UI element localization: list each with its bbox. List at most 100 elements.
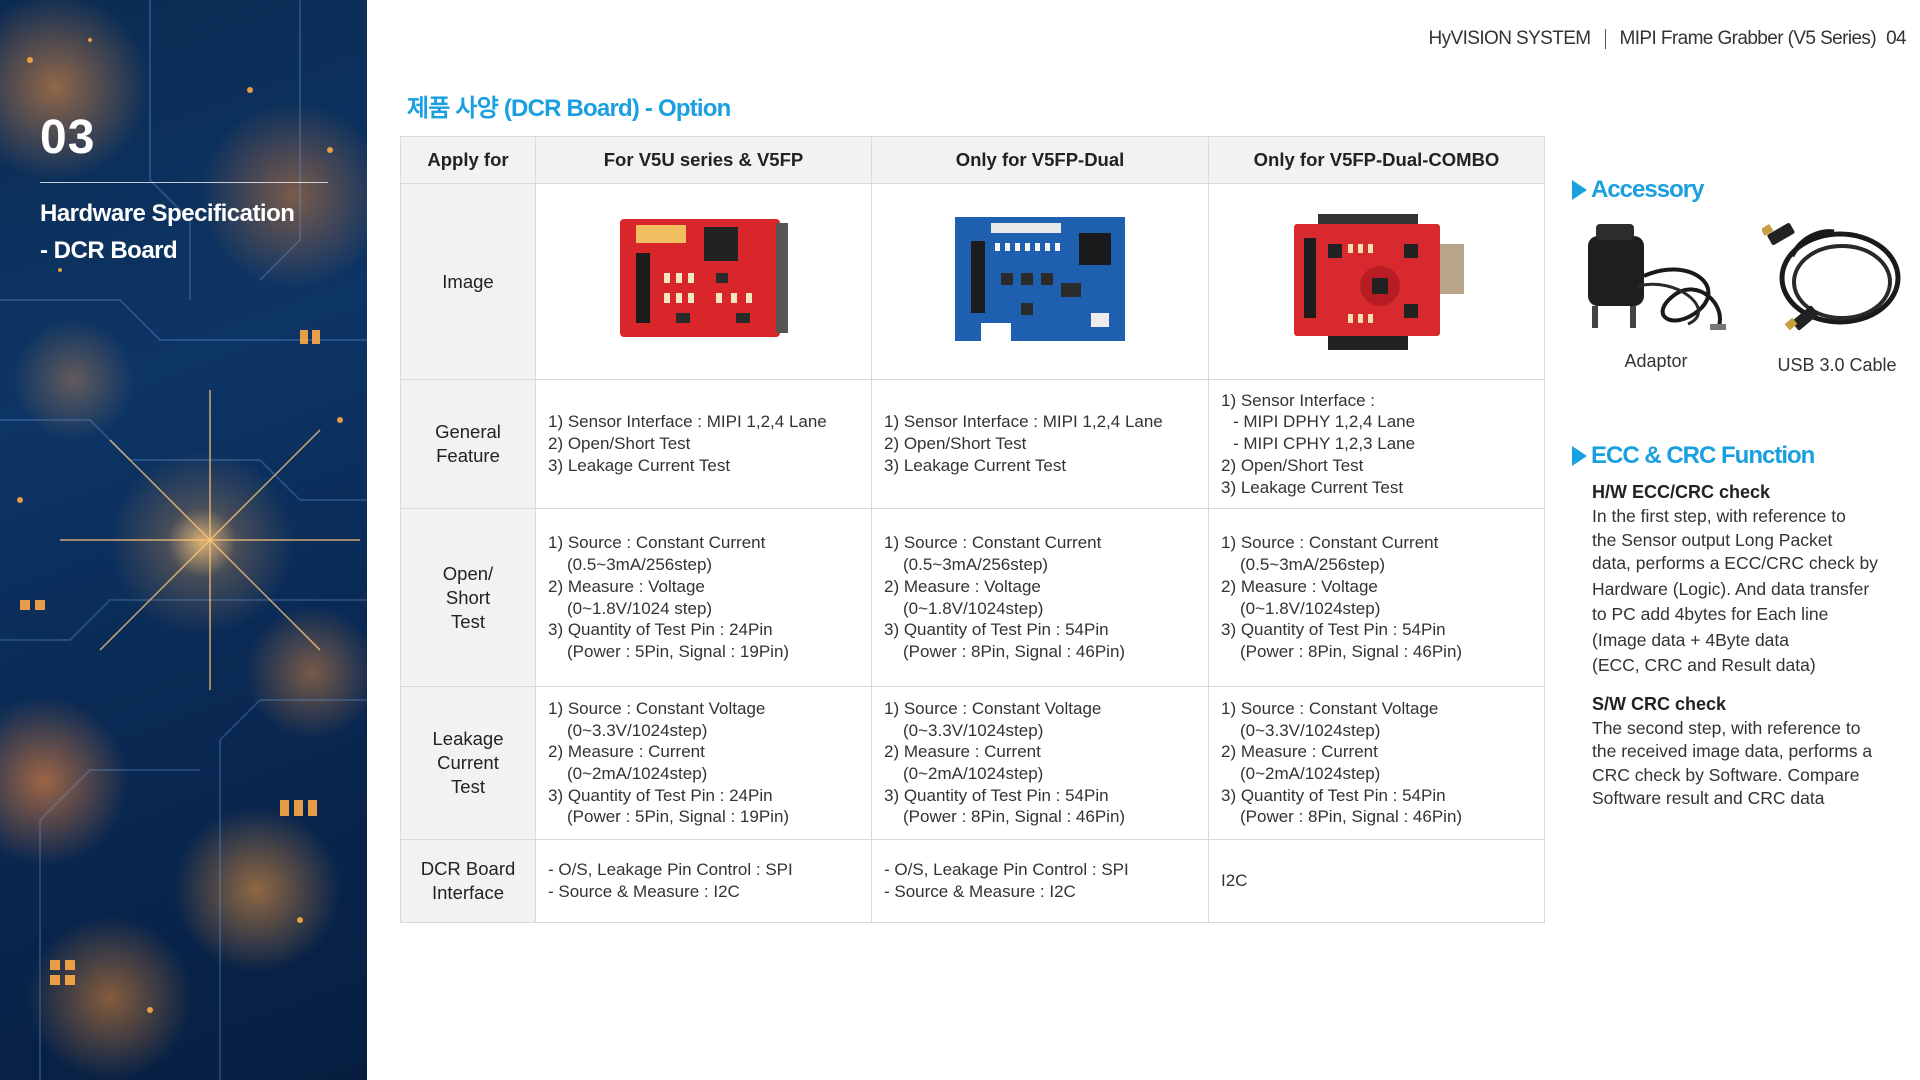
text-line: data, performs a ECC/CRC check by <box>1592 553 1878 573</box>
col-header-v5u-v5fp: For V5U series & V5FP <box>535 136 872 184</box>
general-feature-v5fp-dual: 1) Sensor Interface : MIPI 1,2,4 Lane 2)… <box>871 379 1209 509</box>
text-line: (Image data + 4Byte data <box>1592 629 1790 650</box>
open-short-v5u: 1) Source : Constant Current (0.5~3mA/25… <box>535 508 872 687</box>
image-cell-v5fp-dual <box>871 183 1209 380</box>
cell-line: 2) Open/Short Test <box>548 434 691 454</box>
leakage-v5fp-dual-combo: 1) Source : Constant Voltage (0~3.3V/102… <box>1208 686 1545 840</box>
cell-line: (Power : 8Pin, Signal : 46Pin) <box>1240 641 1463 661</box>
cell-line: (Power : 5Pin, Signal : 19Pin) <box>567 807 790 827</box>
cell-line: 1) Source : Constant Current <box>884 533 1102 553</box>
col-header-apply-for: Apply for <box>400 136 536 184</box>
combo-dcr-board-image <box>1293 214 1464 350</box>
table-row-leakage-current-test: Leakage Current Test 1) Source : Constan… <box>400 686 1545 840</box>
cell-line: (0~2mA/1024step) <box>567 764 708 783</box>
spec-table: Apply for For V5U series & V5FP Only for… <box>400 136 1545 923</box>
open-short-v5fp-dual: 1) Source : Constant Current (0.5~3mA/25… <box>871 508 1209 687</box>
cell-line: (0~3.3V/1024step) <box>903 720 1044 740</box>
row-label-line: Leakage <box>432 728 504 749</box>
row-label-general-feature: General Feature <box>400 379 536 509</box>
table-row-image: Image <box>400 183 1545 380</box>
cell-line: 1) Source : Constant Voltage <box>548 698 766 718</box>
row-label-line: Open/ <box>442 562 494 584</box>
cell-line: (Power : 5Pin, Signal : 19Pin) <box>567 641 790 661</box>
cell-line: 1) Sensor Interface : <box>1221 390 1376 410</box>
text-line: to PC add 4bytes for Each line <box>1592 604 1829 624</box>
cell-line: (0.5~3mA/256step) <box>903 555 1049 575</box>
row-label-leakage-current-test: Leakage Current Test <box>400 686 536 840</box>
row-label-line: DCR Board <box>420 858 516 879</box>
cell-line: 3) Quantity of Test Pin : 54Pin <box>1221 785 1446 805</box>
triangle-bullet-icon <box>1572 180 1587 200</box>
cell-line: 3) Leakage Current Test <box>548 455 731 475</box>
triangle-bullet-icon <box>1572 446 1587 466</box>
sw-crc-text: The second step, with reference to the r… <box>1592 717 1904 811</box>
interface-v5fp-dual: - O/S, Leakage Pin Control : SPI - Sourc… <box>871 839 1209 923</box>
table-row-general-feature: General Feature 1) Sensor Interface : MI… <box>400 379 1545 509</box>
text-line: the Sensor output Long Packet <box>1592 529 1833 550</box>
spacer <box>1592 678 1904 694</box>
power-adaptor-icon <box>1588 224 1726 330</box>
text-line: CRC check by Software. Compare <box>1592 764 1860 785</box>
row-label-line: General <box>435 421 501 442</box>
table-row-dcr-interface: DCR Board Interface - O/S, Leakage Pin C… <box>400 839 1545 923</box>
section-title-line: Hardware Specification <box>40 200 295 227</box>
cell-line: 1) Source : Constant Current <box>548 533 766 553</box>
cell-line: 2) Measure : Current <box>1221 742 1378 762</box>
interface-v5fp-dual-combo: I2C <box>1208 839 1545 923</box>
hw-ecc-crc-title: H/W ECC/CRC check <box>1592 482 1771 502</box>
accessory-heading-text: Accessory <box>1591 176 1704 203</box>
cell-line: (0.5~3mA/256step) <box>567 555 713 575</box>
cell-line: - MIPI CPHY 1,2,3 Lane <box>1233 434 1416 454</box>
accessory-item-adaptor: Adaptor <box>1578 216 1734 372</box>
text-line: the received image data, performs a <box>1592 741 1873 761</box>
col-header-v5fp-dual: Only for V5FP-Dual <box>871 136 1209 184</box>
cell-line: (0~2mA/1024step) <box>1240 764 1381 783</box>
row-label-image: Image <box>400 183 536 380</box>
cell-line: 1) Source : Constant Current <box>1221 533 1439 553</box>
cell-line: - Source & Measure : I2C <box>884 882 1076 901</box>
ecc-crc-heading-text: ECC & CRC Function <box>1591 442 1815 469</box>
leakage-v5u: 1) Source : Constant Voltage (0~3.3V/102… <box>535 686 872 840</box>
cell-line: 2) Open/Short Test <box>884 434 1027 454</box>
cell-line: (0~3.3V/1024step) <box>1240 720 1381 740</box>
accessory-heading: Accessory <box>1572 176 1704 204</box>
cell-line: 3) Quantity of Test Pin : 24Pin <box>548 785 773 805</box>
cell-line: 1) Source : Constant Voltage <box>884 698 1102 718</box>
cell-line: (Power : 8Pin, Signal : 46Pin) <box>903 641 1126 661</box>
page-number: 04 <box>1886 28 1907 49</box>
cell-line: 2) Measure : Voltage <box>548 576 705 596</box>
ecc-crc-description: H/W ECC/CRC check In the first step, wit… <box>1592 482 1904 811</box>
col-header-v5fp-dual-combo: Only for V5FP-Dual-COMBO <box>1208 136 1545 184</box>
row-label-line: Feature <box>436 445 500 466</box>
leakage-v5fp-dual: 1) Source : Constant Voltage (0~3.3V/102… <box>871 686 1209 840</box>
image-cell-v5u <box>535 183 872 380</box>
product-name: MIPI Frame Grabber (V5 Series) <box>1619 28 1877 49</box>
cell-line: 3) Leakage Current Test <box>1221 477 1404 497</box>
cell-line: - O/S, Leakage Pin Control : SPI <box>884 860 1129 880</box>
section-number: 03 <box>40 111 96 164</box>
cell-line: (0~2mA/1024step) <box>903 764 1044 783</box>
row-label-dcr-interface: DCR Board Interface <box>400 839 536 923</box>
table-row-open-short-test: Open/ Short Test 1) Source : Constant Cu… <box>400 508 1545 687</box>
red-dcr-board-image <box>620 219 788 337</box>
row-label-line: Interface <box>432 882 504 903</box>
cell-line: 3) Quantity of Test Pin : 54Pin <box>884 785 1109 805</box>
text-line: In the first step, with reference to <box>1592 506 1846 526</box>
cell-line: 2) Measure : Current <box>884 742 1041 762</box>
header-divider <box>1604 29 1606 49</box>
sw-crc-title: S/W CRC check <box>1592 693 1727 714</box>
general-feature-v5u: 1) Sensor Interface : MIPI 1,2,4 Lane 2)… <box>535 379 872 509</box>
cell-line: 1) Sensor Interface : MIPI 1,2,4 Lane <box>884 412 1163 432</box>
table-header-row: Apply for For V5U series & V5FP Only for… <box>400 136 1545 184</box>
open-short-v5fp-dual-combo: 1) Source : Constant Current (0.5~3mA/25… <box>1208 508 1545 687</box>
cell-line: (0~1.8V/1024step) <box>903 598 1044 618</box>
cell-line: - Source & Measure : I2C <box>548 882 740 901</box>
cell-line: 2) Measure : Current <box>548 742 705 762</box>
cell-line: 3) Leakage Current Test <box>884 455 1067 475</box>
section-divider <box>40 182 328 183</box>
usb-cable-icon <box>1760 223 1901 331</box>
cell-line: 2) Measure : Voltage <box>1221 576 1378 596</box>
cell-line: 2) Open/Short Test <box>1221 455 1364 475</box>
cell-line: - MIPI DPHY 1,2,4 Lane <box>1233 412 1416 432</box>
cell-line: I2C <box>1221 871 1248 891</box>
